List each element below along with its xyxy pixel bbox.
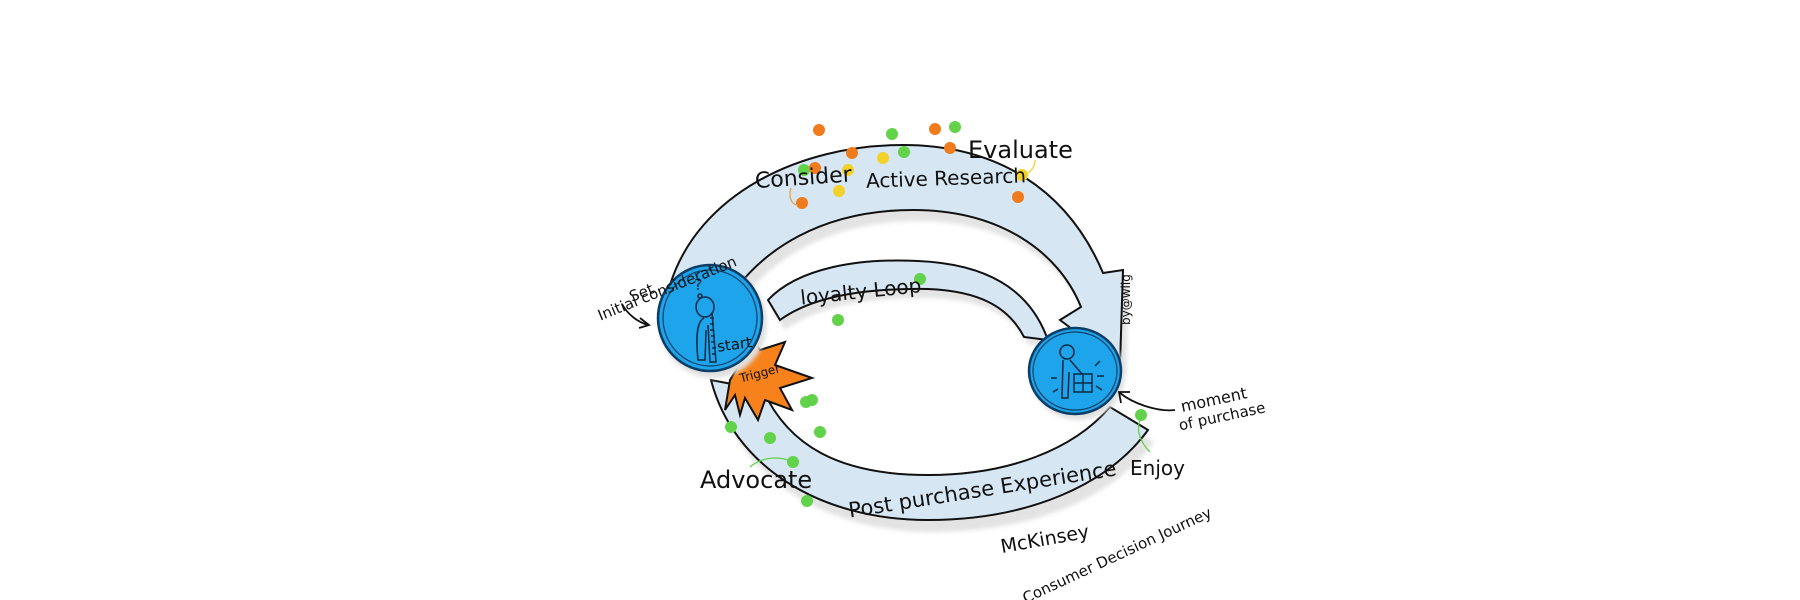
purchase-node-circle — [1027, 326, 1123, 416]
loyalty-loop-dot-green — [914, 273, 926, 285]
active-research-dot-yellow — [877, 152, 889, 164]
post-purchase-dot-green — [725, 421, 737, 433]
active-research-dot-green — [798, 164, 810, 176]
enjoy-leader-line — [1137, 419, 1151, 453]
purchase-node-inner-ring — [1032, 331, 1118, 411]
active-research-dot-orange — [846, 147, 858, 159]
evaluate-leader-line — [1024, 159, 1036, 176]
dots-layer — [725, 121, 1147, 507]
loyalty-loop-dot-green — [832, 314, 844, 326]
purchase-node — [1027, 326, 1125, 420]
question-mark-icon: ? — [694, 275, 703, 294]
active-research-dot-orange — [809, 162, 821, 174]
active-research-dot-green — [898, 146, 910, 158]
active-research-label: Active Research — [866, 163, 1027, 193]
active-research-dot-yellow — [1016, 169, 1028, 181]
post-purchase-dot-green — [814, 426, 826, 438]
source-label-2: Consumer Decision Journey — [1020, 503, 1215, 600]
active-research-dot-orange — [1012, 191, 1024, 203]
active-research-dot-orange — [944, 142, 956, 154]
initial-set-pointer-arrow — [621, 303, 651, 329]
moment-pointer-arrow — [1117, 391, 1176, 412]
enjoy-label: Enjoy — [1130, 456, 1185, 480]
credit-label: by@wilg — [1119, 274, 1133, 325]
active-research-dot-green — [886, 128, 898, 140]
post-purchase-dot-green — [787, 456, 799, 468]
evaluate-label: Evaluate — [968, 136, 1073, 164]
post-purchase-arrow-body — [709, 378, 1150, 522]
thinking-person-icon: ? — [694, 275, 717, 363]
enjoy-dot-green — [1135, 409, 1147, 421]
post-purchase-dot-green — [764, 432, 776, 444]
active-research-arrow — [668, 143, 1129, 376]
active-research-dot-yellow — [833, 185, 845, 197]
advocate-label: Advocate — [700, 466, 812, 494]
post-purchase-arrow — [709, 378, 1154, 532]
active-research-dot-orange — [813, 124, 825, 136]
active-research-dot-green — [949, 121, 961, 133]
active-research-dot-orange — [929, 123, 941, 135]
start-node-inner-ring — [662, 269, 758, 367]
post-purchase-dot-green — [801, 495, 813, 507]
source-label: McKinsey — [999, 521, 1091, 558]
active-research-dot-orange — [796, 197, 808, 209]
start-label: start — [716, 333, 753, 356]
active-research-arrow-body — [668, 143, 1125, 367]
post-purchase-dot-green — [806, 394, 818, 406]
consider-leader-line — [789, 187, 799, 206]
active-research-dot-yellow — [842, 164, 854, 176]
person-with-box-icon — [1051, 344, 1104, 399]
start-node: ? start — [656, 263, 767, 378]
advocate-leader-line — [749, 457, 789, 468]
